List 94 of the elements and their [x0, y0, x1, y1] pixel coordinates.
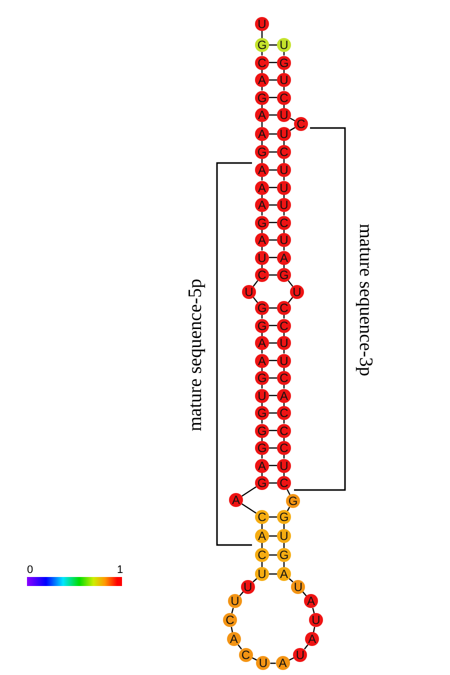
- scale-tick-label: 0: [27, 564, 34, 576]
- nucleotide-circle: U: [277, 529, 291, 543]
- connector-line: [270, 662, 276, 664]
- nucleotide-circle: U: [290, 285, 304, 299]
- nucleotide-circle: U: [277, 127, 291, 141]
- connector-line: [290, 118, 296, 122]
- nucleotide-circle: C: [277, 441, 291, 455]
- nucleotide-circle: C: [255, 56, 269, 70]
- nucleotide-circle: C: [277, 145, 291, 159]
- nucleotide-circle: U: [277, 354, 291, 368]
- nucleotide-circle: C: [277, 424, 291, 438]
- nucleotide-circle: G: [277, 56, 291, 70]
- nucleotide-circle: U: [293, 648, 308, 662]
- nucleotide-circle: A: [255, 336, 269, 350]
- nucleotide-circle: U: [277, 108, 291, 122]
- nucleotide-circle: G: [255, 406, 269, 420]
- nucleotide-circle: A: [277, 388, 291, 402]
- nucleotide-circle: U: [277, 198, 291, 212]
- nucleotide-circle: C: [294, 117, 308, 131]
- nucleotide-circle: G: [255, 424, 269, 438]
- nucleotide-circle: C: [277, 318, 291, 332]
- nucleotide-circle: U: [277, 458, 291, 472]
- connector-line: [238, 644, 242, 650]
- nucleotide-circle: U: [255, 250, 269, 264]
- nucleotide-circle: A: [305, 632, 320, 646]
- connector-line: [312, 626, 316, 632]
- nucleotide-circle: A: [226, 632, 241, 646]
- nucleotide-circle: A: [255, 73, 269, 87]
- nucleotide-circle: G: [286, 494, 300, 508]
- nucleotide-circle: A: [255, 108, 269, 122]
- nucleotide-circle: G: [255, 441, 269, 455]
- nucleotide-circle: U: [242, 285, 256, 299]
- nucleotide-circle: C: [255, 268, 269, 282]
- nucleotide-circle: C: [277, 90, 291, 104]
- nucleotide-circle: G: [255, 90, 269, 104]
- connector-line: [288, 578, 294, 582]
- connector-line: [230, 626, 234, 632]
- nucleotide-circle: A: [304, 594, 318, 608]
- nucleotide-circle: G: [255, 216, 269, 230]
- nucleotide-circle: U: [291, 580, 306, 594]
- nucleotide-circle: G: [277, 268, 291, 282]
- nucleotide-circle: C: [277, 406, 291, 420]
- nucleotide-circle: U: [277, 180, 291, 194]
- nucleotide-circle: C: [223, 613, 238, 628]
- nucleotide-circle: U: [277, 336, 291, 350]
- nucleotide-circle: G: [255, 145, 269, 159]
- connector-line: [252, 578, 258, 582]
- nucleotide-circle: C: [255, 548, 269, 562]
- nucleotide-circle: U: [277, 38, 291, 52]
- nucleotide-circle: U: [255, 17, 269, 31]
- connector-line: [252, 297, 258, 303]
- nucleotide-circle: C: [277, 216, 291, 230]
- nucleotide-circle: U: [255, 388, 269, 402]
- annotation-label: mature sequence-5p: [185, 278, 208, 432]
- connector-line: [231, 608, 234, 614]
- nucleotide-circle: A: [277, 567, 291, 581]
- nucleotide-circle: U: [277, 233, 291, 247]
- connector-line: [242, 503, 256, 514]
- nucleotide-circle: C: [277, 301, 291, 315]
- nucleotide-circle: U: [277, 163, 291, 177]
- nucleotide-circle: A: [255, 180, 269, 194]
- nucleotide-circle: A: [255, 198, 269, 212]
- nucleotide-circle: A: [255, 529, 269, 543]
- connector-line: [304, 644, 308, 650]
- nucleotide-circle: C: [255, 510, 269, 524]
- nucleotide-circle: U: [277, 73, 291, 87]
- nucleotide-circle: G: [255, 38, 269, 52]
- nucleotide-circle: A: [255, 233, 269, 247]
- nucleotide-circle: A: [276, 656, 290, 670]
- nucleotide-circle: G: [277, 548, 291, 562]
- connector-line: [312, 608, 315, 614]
- nucleotide-circle: U: [256, 656, 270, 670]
- scale-tick-label: 1: [117, 564, 124, 576]
- nucleotide-circle: U: [240, 580, 255, 594]
- nucleotide-circle: G: [255, 476, 269, 490]
- nucleotide-circle: U: [255, 567, 269, 581]
- nucleotide-circle: A: [277, 250, 291, 264]
- nucleotide-circle: A: [255, 127, 269, 141]
- nucleotide-circle: A: [255, 354, 269, 368]
- nucleotide-circle: A: [255, 458, 269, 472]
- nucleotide-circle: G: [255, 318, 269, 332]
- nucleotide-circle: C: [277, 371, 291, 385]
- connector-line: [242, 486, 256, 497]
- nucleotide-circle: G: [255, 301, 269, 315]
- nucleotide-circle: C: [277, 476, 291, 490]
- nucleotide-circle: C: [238, 648, 253, 662]
- nucleotide-circle: U: [308, 613, 323, 628]
- nucleotide-circle: U: [228, 594, 242, 608]
- annotation-label: mature sequence-3p: [354, 224, 376, 376]
- nucleotide-circle: G: [277, 510, 291, 524]
- connector-line: [286, 489, 290, 495]
- nucleotide-circle: G: [255, 371, 269, 385]
- nucleotide-circle: A: [255, 163, 269, 177]
- nucleotide-circle: A: [229, 493, 243, 507]
